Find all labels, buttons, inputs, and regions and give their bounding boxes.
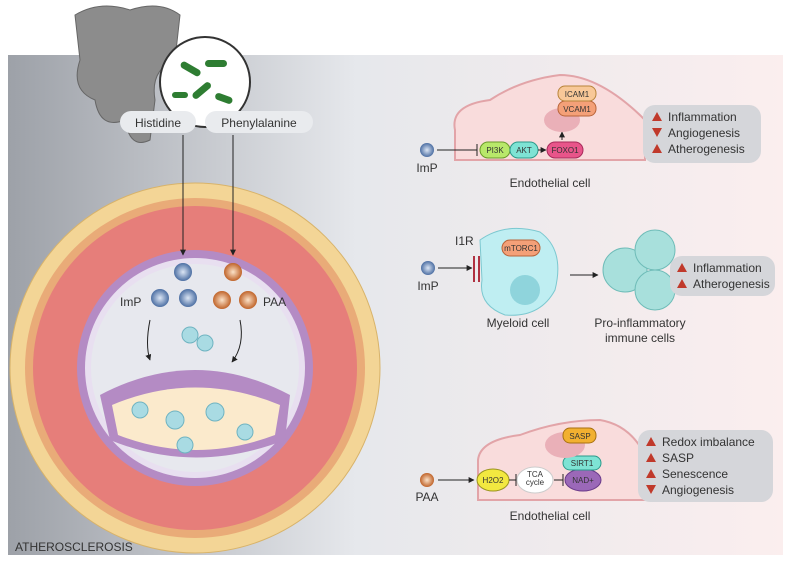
imp-molecule (179, 289, 197, 307)
effect-label: Redox imbalance (662, 435, 755, 449)
sasp-node (562, 427, 597, 444)
panel3-cell-label: Endothelial cell (510, 509, 591, 523)
histidine-pill (120, 111, 196, 133)
imp-effect-arrow (145, 319, 152, 361)
down-arrow-icon (652, 128, 662, 137)
paa-label: PAA (263, 295, 286, 309)
icam1-node (557, 85, 597, 102)
effect-label: Atherogenesis (668, 142, 745, 156)
sasp-label: SASP (569, 432, 590, 441)
pro-inflammatory-cells (602, 229, 676, 311)
up-arrow-icon (646, 469, 656, 478)
bacteria-circle (159, 36, 251, 128)
effect-label: Inflammation (693, 261, 762, 275)
effect-label: Angiogenesis (668, 126, 740, 140)
foxo1-label: FOXO1 (551, 146, 579, 155)
effect-label: Angiogenesis (662, 483, 734, 497)
foam-cells (131, 401, 254, 454)
bacteria-icon (172, 60, 233, 104)
imp-molecule (420, 143, 434, 157)
pro-inflammatory-label: Pro-inflammatory (594, 316, 685, 330)
nad-label: NAD+ (572, 476, 594, 485)
paa-molecule (239, 291, 257, 309)
mtorc1-node (501, 239, 541, 257)
effect-label: Inflammation (668, 110, 737, 124)
histidine-label: Histidine (135, 116, 181, 130)
paa-molecule (420, 473, 434, 487)
myeloid-nucleus (510, 275, 540, 305)
paa-molecule (213, 291, 231, 309)
mtorc1-label: mTORC1 (504, 244, 538, 253)
atherosclerosis-label: ATHEROSCLEROSIS (15, 540, 133, 554)
immune-cells (181, 326, 214, 352)
cycle-label: cycle (526, 478, 545, 487)
mitochondrion (516, 466, 554, 494)
imp-molecule (174, 263, 192, 281)
up-arrow-icon (646, 453, 656, 462)
icam1-label: ICAM1 (565, 90, 590, 99)
i1r-receptor-label: I1R (455, 234, 474, 248)
panel1-input-label: ImP (416, 161, 437, 175)
panel2-input-label: ImP (417, 279, 438, 293)
panel1-effects-box (643, 105, 761, 163)
phenylalanine-label: Phenylalanine (221, 116, 297, 130)
artery-cross-section (9, 182, 381, 554)
effect-label: Senescence (662, 467, 728, 481)
panel3-effects-box (638, 430, 773, 502)
pi3k-label: PI3K (486, 146, 504, 155)
down-arrow-icon (646, 485, 656, 494)
paa-molecule (224, 263, 242, 281)
h2o2-label: H2O2 (483, 476, 504, 485)
imp-molecule (151, 289, 169, 307)
effect-label: Atherogenesis (693, 277, 770, 291)
effect-label: SASP (662, 451, 694, 465)
vcam1-label: VCAM1 (563, 105, 591, 114)
foxo1-node (546, 141, 584, 159)
phenylalanine-pill (205, 111, 313, 133)
up-arrow-icon (652, 144, 662, 153)
sirt1-node (562, 455, 602, 471)
immune-cells-label: immune cells (605, 331, 675, 345)
sirt1-label: SIRT1 (571, 459, 594, 468)
up-arrow-icon (652, 112, 662, 121)
panel3-input-label: PAA (415, 490, 438, 504)
akt-label: AKT (516, 146, 532, 155)
tca-label: TCA (527, 470, 544, 479)
up-arrow-icon (677, 279, 687, 288)
panel1-cell-label: Endothelial cell (510, 176, 591, 190)
imp-molecule (421, 261, 435, 275)
panel2-cell-label: Myeloid cell (487, 316, 550, 330)
paa-effect-arrow (231, 319, 242, 363)
up-arrow-icon (646, 437, 656, 446)
panel2-effects-box (670, 256, 775, 296)
up-arrow-icon (677, 263, 687, 272)
imp-label: ImP (120, 295, 141, 309)
